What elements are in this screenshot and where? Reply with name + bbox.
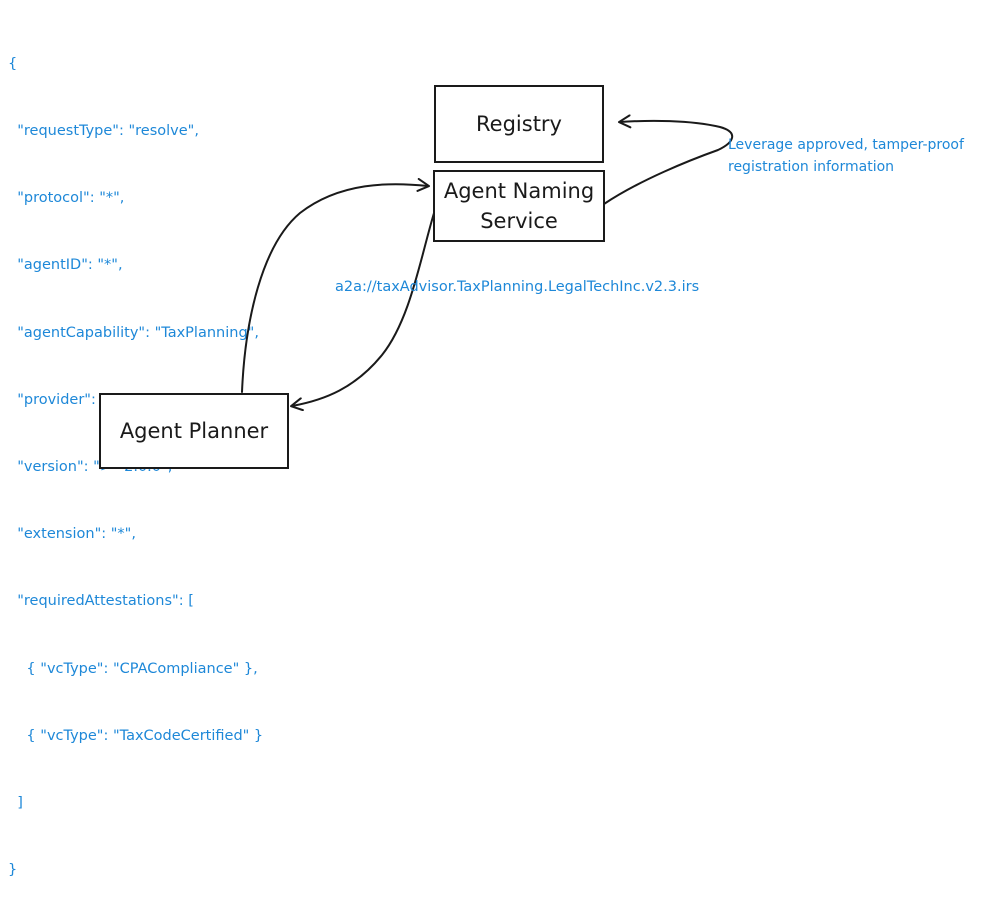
json-line: ]	[8, 795, 23, 812]
connector-layer	[241, 114, 734, 412]
agent-planner-label: Agent Planner	[119, 419, 269, 443]
json-line: "extension": "*",	[8, 526, 136, 543]
json-line: { "vcType": "CPACompliance" },	[8, 660, 258, 677]
agent-naming-service-label: Agent Naming Service	[444, 176, 594, 236]
json-line: "protocol": "*",	[8, 190, 125, 207]
json-line: "agentCapability": "TaxPlanning",	[8, 324, 259, 341]
resolved-agent-name: a2a://taxAdvisor.TaxPlanning.LegalTechIn…	[335, 279, 700, 295]
arrow-ans-to-planner	[290, 212, 435, 412]
registry-note: Leverage approved, tamper-proof registra…	[728, 137, 964, 175]
json-line: "requestType": "resolve",	[8, 123, 199, 140]
agent-naming-service-label-line2: Service	[480, 209, 558, 233]
registry-label: Registry	[476, 112, 562, 136]
json-line: { "vcType": "TaxCodeCertified" }	[8, 727, 264, 744]
arrow-planner-to-ans	[241, 177, 430, 393]
agent-naming-service-label-line1: Agent Naming	[443, 179, 595, 203]
agent-planner-node: Agent Planner	[99, 393, 289, 469]
diagram-canvas: { "request_json": [ "{", " \"requestType…	[8, 55, 964, 879]
json-line: "agentID": "*",	[8, 257, 123, 274]
json-line: {	[8, 55, 18, 72]
registry-node: Registry	[434, 85, 604, 163]
agent-naming-service-node: Agent Naming Service	[433, 170, 605, 242]
json-line: "requiredAttestations": [	[8, 593, 194, 610]
arrow-ans-to-registry	[603, 114, 734, 205]
json-line: }	[8, 862, 18, 879]
